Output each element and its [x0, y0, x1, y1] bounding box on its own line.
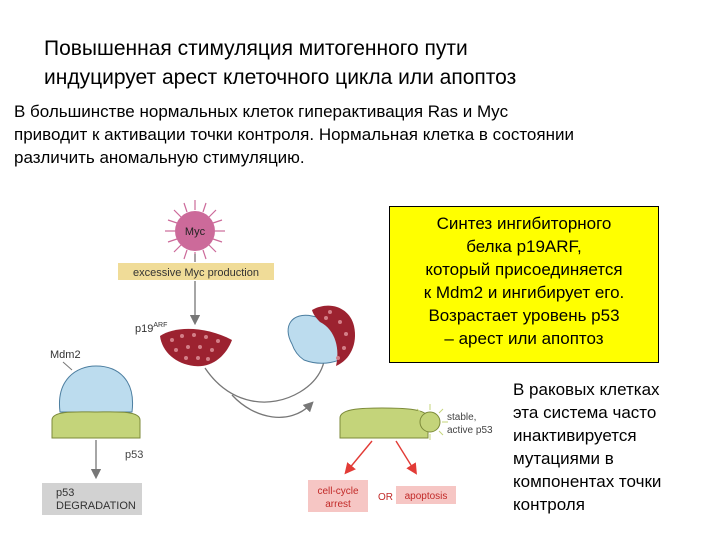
- p53-label-left: p53: [125, 449, 143, 461]
- myc-node: [165, 200, 225, 262]
- intro-line-2: приводит к активации точки контроля. Нор…: [14, 125, 574, 144]
- p53-shape-stable: [339, 407, 429, 439]
- arrest-label-1: cell-cycle: [317, 486, 359, 497]
- intro-paragraph: В большинстве нормальных клеток гиперакт…: [14, 100, 714, 169]
- degradation-label-1: p53: [56, 487, 74, 499]
- callout-line-3: который присоединяется: [425, 260, 623, 279]
- p19-label-main: p19: [135, 323, 153, 335]
- excessive-myc-label: excessive Myc production: [133, 267, 259, 279]
- p19arf-crescent: [160, 328, 232, 367]
- arrest-label-2: arrest: [325, 499, 351, 510]
- p53-to-apoptosis-arrow: [395, 440, 417, 475]
- title-line-1: Повышенная стимуляция митогенного пути: [44, 37, 468, 60]
- arrest-box: [308, 480, 368, 512]
- p19arf-callout: Синтез ингибиторного белка p19ARF, котор…: [389, 206, 659, 363]
- apoptosis-box: [396, 486, 456, 504]
- callout-line-5: Возрастает уровень p53: [428, 306, 620, 325]
- intro-line-1: В большинстве нормальных клеток гиперакт…: [14, 102, 509, 121]
- side-note-line-3: инактивируется: [513, 426, 637, 445]
- myc-label: Myc: [185, 226, 206, 238]
- p19-label-sup: ARF: [153, 322, 167, 329]
- title-line-2: индуцирует арест клеточного цикла или ап…: [44, 66, 517, 89]
- mdm2-p19-complex: [287, 305, 356, 366]
- callout-line-4: к Mdm2 и ингибирует его.: [423, 283, 625, 302]
- degradation-label-2: DEGRADATION: [56, 500, 136, 512]
- mdm2-shape: [59, 365, 134, 413]
- mdm2-label: Mdm2: [50, 349, 81, 361]
- stable-label-1: stable,: [447, 412, 476, 423]
- or-label: OR: [378, 492, 393, 503]
- side-note-line-6: контроля: [513, 495, 585, 514]
- side-note-line-2: эта система часто: [513, 403, 657, 422]
- side-note-line-4: мутациями в: [513, 449, 614, 468]
- slide-title: Повышенная стимуляция митогенного пути и…: [44, 34, 516, 92]
- p53-active-burst: [412, 404, 448, 440]
- side-note-line-5: компонентах точки: [513, 472, 662, 491]
- p53-shape-left: [51, 411, 141, 439]
- p19-label: p19ARF: [135, 322, 167, 335]
- callout-line-6: – арест или апоптоз: [444, 329, 604, 348]
- pathway-diagram: Myc excessive Myc production p19ARF Mdm2…: [42, 200, 493, 515]
- p53-to-arrest-arrow: [344, 440, 373, 475]
- callout-line-1: Синтез ингибиторного: [436, 214, 612, 233]
- apoptosis-label: apoptosis: [405, 491, 448, 502]
- side-note-line-1: В раковых клетках: [513, 380, 660, 399]
- excessive-myc-banner: [118, 263, 274, 280]
- callout-line-2: белка p19ARF,: [466, 237, 582, 256]
- degradation-box: [42, 483, 142, 515]
- stable-label-2: active p53: [447, 425, 493, 436]
- intro-line-3: различить аномальную стимуляцию.: [14, 148, 305, 167]
- cancer-cells-note: В раковых клетках эта система часто инак…: [513, 378, 713, 516]
